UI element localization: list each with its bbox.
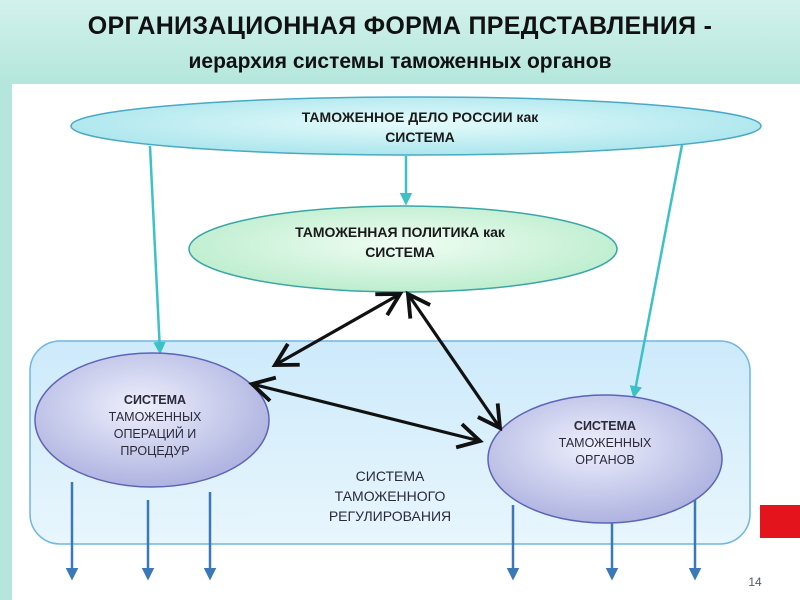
slide-subtitle: иерархия системы таможенных органов [188,50,612,73]
title-header: ОРГАНИЗАЦИОННАЯ ФОРМА ПРЕДСТАВЛЕНИЯ - ие… [0,0,800,84]
hierarchy-arrows [148,144,684,399]
arrow-policy-operations [271,292,404,367]
customs-regulation-label: СИСТЕМА ТАМОЖЕННОГО РЕГУЛИРОВАНИЯ [328,468,452,524]
page-number: 14 [748,575,762,589]
customs-bodies-ellipse [487,394,723,524]
arrow-to-bodies [629,144,684,399]
customs-affairs-label: ТАМОЖЕННОЕ ДЕЛО РОССИИ как СИСТЕМА [301,109,539,145]
arrow-operations-bodies [248,375,484,450]
customs-operations-label: СИСТЕМА ТАМОЖЕННЫХ ОПЕРАЦИЙ И ПРОЦЕДУР [108,393,202,458]
interaction-arrows [248,290,503,450]
customs-policy-ellipse [188,205,618,293]
customs-policy-label: ТАМОЖЕННАЯ ПОЛИТИКА как СИСТЕМА [295,224,505,260]
customs-affairs-ellipse [70,96,762,156]
left-accent-bar [0,84,12,600]
arrow-policy-bodies [405,290,503,432]
arrow-to-operations [148,145,166,355]
customs-bodies-label: СИСТЕМА ТАМОЖЕННЫХ ОРГАНОВ [558,419,652,467]
slide-title: ОРГАНИЗАЦИОННАЯ ФОРМА ПРЕДСТАВЛЕНИЯ - [87,12,713,40]
red-accent-square [760,505,800,538]
output-arrows [65,482,702,581]
